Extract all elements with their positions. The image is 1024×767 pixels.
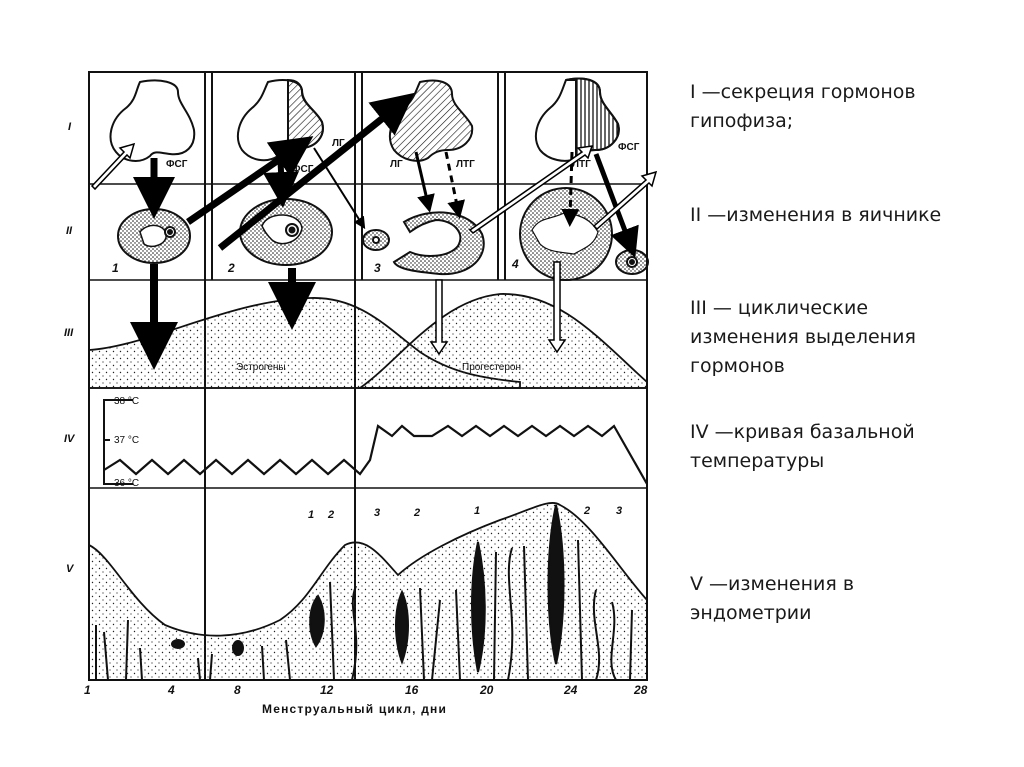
ovary-stage-1: 1: [112, 261, 119, 275]
gland-label-2a: 2: [327, 509, 334, 521]
temp-38: 38 °C: [114, 396, 139, 407]
x-tick-28: 28: [633, 683, 648, 697]
pituitary-1: [109, 79, 196, 162]
pituitary-2-hatched: [287, 78, 324, 153]
pituitary-3: [388, 79, 474, 162]
temp-37: 37 °C: [114, 435, 139, 446]
estrogen-label: Эстрогены: [236, 362, 286, 373]
temp-36: 36 °C: [114, 478, 139, 489]
row-label-3: III: [64, 327, 74, 339]
legend-item-1: I —секреция гормонов гипофиза;: [690, 78, 1010, 136]
ovary-stage-4: 4: [511, 257, 519, 271]
legend-line: III — циклические: [690, 297, 869, 319]
x-tick-4: 4: [167, 683, 175, 697]
hormone-label-fsg-3: ФСГ: [618, 142, 640, 153]
corpus-luteum-forming: [392, 211, 485, 276]
gland-label-2b: 2: [413, 507, 420, 519]
gland-label-1a: 1: [308, 509, 314, 521]
progesterone-curve: [357, 293, 648, 389]
menstrual-cycle-diagram: I II III IV V ФСГ ФСГ ЛГ ЛГ ЛТГ ЛТГ ФСГ: [64, 71, 658, 716]
row-label-5: V: [66, 563, 75, 575]
pituitary-glands: [109, 77, 620, 162]
legend-item-2: II —изменения в яичнике: [690, 201, 1010, 230]
x-tick-1: 1: [84, 683, 91, 697]
legend-line: I —секреция гормонов: [690, 81, 916, 103]
legend-line: эндометрии: [690, 602, 812, 624]
legend-line: V —изменения в: [690, 573, 855, 595]
gland-label-2c: 2: [583, 505, 590, 517]
x-tick-20: 20: [479, 683, 494, 697]
legend-line: гормонов: [690, 355, 785, 377]
legend-item-5: V —изменения в эндометрии: [690, 570, 1010, 628]
hormone-curves: [88, 293, 648, 389]
legend-item-3: III — циклические изменения выделения го…: [690, 294, 1010, 381]
glands: [95, 504, 633, 681]
hormone-label-lg-2: ЛГ: [390, 159, 403, 170]
temperature-chart: [103, 399, 648, 485]
hollow-arrows: [90, 142, 658, 356]
ovary-stage-2: 2: [227, 261, 235, 275]
x-tick-12: 12: [320, 683, 334, 697]
legend-line: IV —кривая базальной: [690, 421, 915, 443]
x-tick-8: 8: [234, 683, 241, 697]
x-tick-24: 24: [563, 683, 578, 697]
row-label-2: II: [66, 225, 73, 237]
legend-item-4: IV —кривая базальной температуры: [690, 418, 1010, 476]
hormone-label-fsg-1: ФСГ: [166, 159, 188, 170]
ovary-stage-3: 3: [374, 261, 381, 275]
endometrium: [88, 502, 648, 681]
gland-label-1b: 1: [474, 505, 480, 517]
hormone-label-ltg-1: ЛТГ: [456, 159, 475, 170]
progesterone-label: Прогестерон: [462, 362, 521, 373]
hormone-label-lg-1: ЛГ: [332, 138, 345, 149]
basal-temperature-curve: [103, 424, 648, 485]
legend-line: изменения выделения: [690, 326, 916, 348]
hormone-label-ltg-2: ЛТГ: [572, 159, 591, 170]
arrows: [130, 92, 639, 370]
gland-label-3b: 3: [616, 505, 622, 517]
row-label-1: I: [68, 121, 72, 133]
x-tick-16: 16: [405, 683, 419, 697]
row-label-4: IV: [64, 433, 76, 445]
legend-line: II —изменения в яичнике: [690, 204, 942, 226]
ovary-follicles: [117, 187, 649, 281]
gland-label-3a: 3: [374, 507, 380, 519]
legend-line: температуры: [690, 450, 825, 472]
legend-line: гипофиза;: [690, 110, 794, 132]
x-axis-label: Менструальный цикл, дни: [262, 702, 447, 716]
